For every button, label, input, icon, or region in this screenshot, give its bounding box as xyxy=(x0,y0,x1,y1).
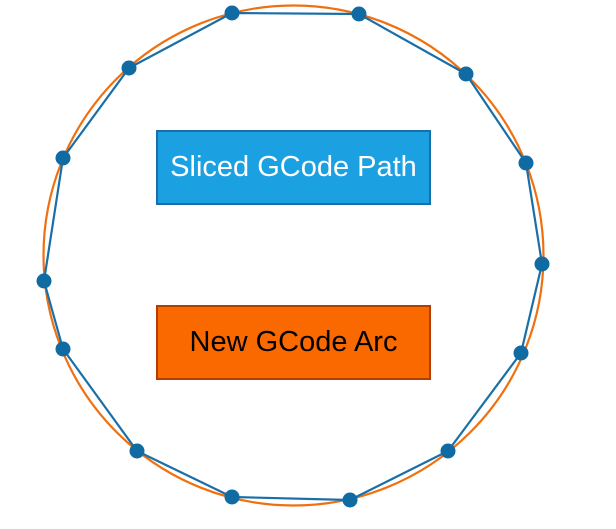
path-vertex-5 xyxy=(534,256,550,272)
path-vertex-7 xyxy=(440,443,456,459)
sliced-gcode-path-label: Sliced GCode Path xyxy=(156,130,431,205)
path-vertices xyxy=(36,5,550,508)
path-vertex-13 xyxy=(55,150,71,166)
path-vertex-2 xyxy=(351,6,367,22)
sliced-path-polyline xyxy=(42,11,544,502)
new-gcode-arc-label: New GCode Arc xyxy=(156,305,431,380)
path-vertex-10 xyxy=(129,443,145,459)
new-gcode-arc-text: New GCode Arc xyxy=(189,326,398,358)
path-vertex-12 xyxy=(36,273,52,289)
gcode-arc-circle xyxy=(42,4,545,507)
path-vertex-3 xyxy=(458,66,474,82)
path-vertex-11 xyxy=(55,341,71,357)
path-vertex-4 xyxy=(518,155,534,171)
path-vertex-14 xyxy=(121,60,137,76)
path-vertex-9 xyxy=(224,489,240,505)
sliced-gcode-path-text: Sliced GCode Path xyxy=(170,151,417,183)
path-vertex-1 xyxy=(224,5,240,21)
path-vertex-8 xyxy=(342,492,358,508)
path-vertex-6 xyxy=(513,345,529,361)
